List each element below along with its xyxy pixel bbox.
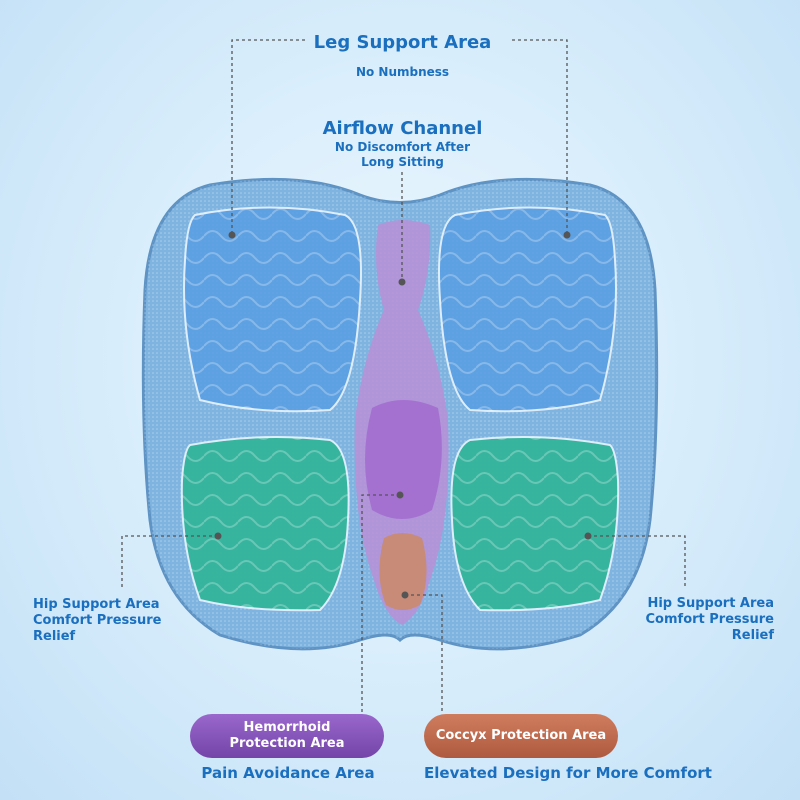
- hip-left-line3: Relief: [33, 629, 76, 644]
- hemorrhoid-line2: Protection Area: [229, 736, 345, 751]
- hip-left-line2: Comfort Pressure: [33, 613, 162, 628]
- hip-right-line1: Hip Support Area: [647, 596, 774, 611]
- elevated-design-caption: Elevated Design for More Comfort: [424, 764, 712, 782]
- hemorrhoid-line1: Hemorrhoid: [243, 720, 331, 735]
- hip-right-line2: Comfort Pressure: [645, 612, 774, 627]
- pain-avoidance-caption: Pain Avoidance Area: [201, 764, 375, 782]
- hip-support-left-label: Hip Support Area Comfort Pressure Relief: [33, 597, 161, 645]
- airflow-channel-subtitle-line1: No Discomfort After: [334, 140, 471, 154]
- leg-support-title: Leg Support Area: [313, 32, 492, 53]
- hemorrhoid-protection-badge: Hemorrhoid Protection Area: [190, 714, 384, 758]
- airflow-channel-title: Airflow Channel: [322, 118, 483, 139]
- coccyx-zone: [379, 533, 427, 610]
- hip-support-right-label: Hip Support Area Comfort Pressure Relief: [646, 596, 774, 644]
- hemorrhoid-zone: [365, 400, 442, 519]
- hip-left-line1: Hip Support Area: [33, 597, 160, 612]
- leg-support-subtitle: No Numbness: [355, 65, 450, 79]
- airflow-channel-subtitle-line2: Long Sitting: [361, 155, 444, 169]
- hip-right-line3: Relief: [731, 628, 774, 643]
- coccyx-protection-badge: Coccyx Protection Area: [424, 714, 618, 758]
